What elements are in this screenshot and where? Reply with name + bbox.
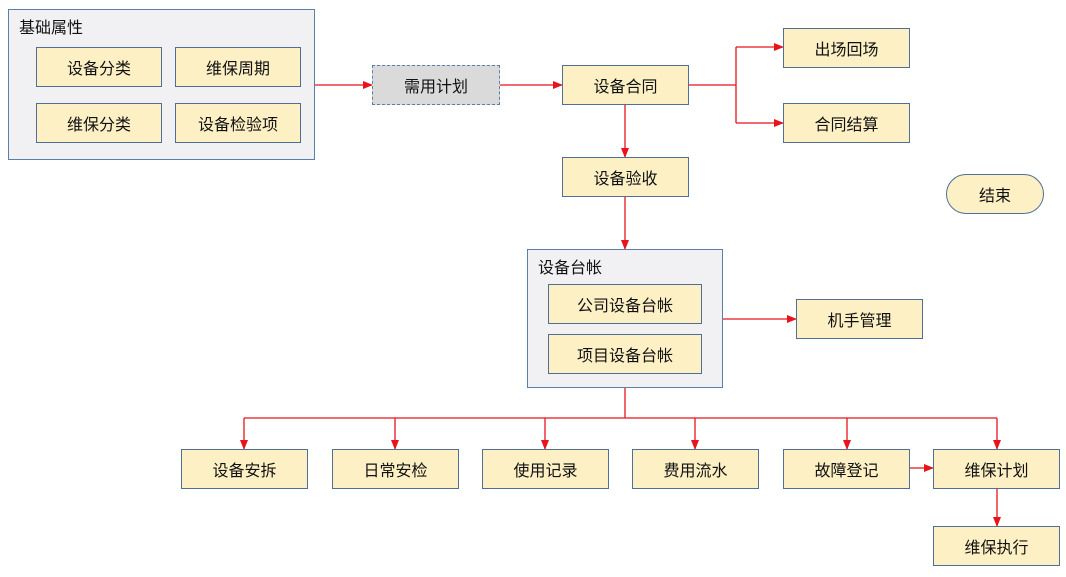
contract-settlement-node[interactable]: 合同结算 [783,103,910,143]
equipment-acceptance-node[interactable]: 设备验收 [562,157,689,197]
inspection-items-node[interactable]: 设备检验项 [175,103,301,143]
company-ledger-node[interactable]: 公司设备台帐 [548,284,702,324]
fault-registration-node[interactable]: 故障登记 [783,449,910,489]
demand-plan-node[interactable]: 需用计划 [372,65,500,105]
project-ledger-node[interactable]: 项目设备台帐 [548,334,702,374]
install-dismantle-node[interactable]: 设备安拆 [181,449,308,489]
equipment-category-node[interactable]: 设备分类 [36,47,162,87]
expense-flow-node[interactable]: 费用流水 [632,449,759,489]
equipment-contract-node[interactable]: 设备合同 [562,65,689,105]
operator-management-node[interactable]: 机手管理 [796,299,923,339]
usage-record-node[interactable]: 使用记录 [482,449,609,489]
maintenance-cycle-node[interactable]: 维保周期 [175,47,301,87]
end-node[interactable]: 结束 [946,174,1044,214]
maintenance-category-node[interactable]: 维保分类 [36,103,162,143]
daily-inspection-node[interactable]: 日常安检 [332,449,459,489]
equipment-ledger-title: 设备台帐 [538,258,603,277]
basic-attributes-title: 基础属性 [19,18,84,37]
maintenance-execution-node[interactable]: 维保执行 [933,526,1060,566]
entry-exit-node[interactable]: 出场回场 [783,28,910,68]
maintenance-plan-node[interactable]: 维保计划 [933,449,1060,489]
